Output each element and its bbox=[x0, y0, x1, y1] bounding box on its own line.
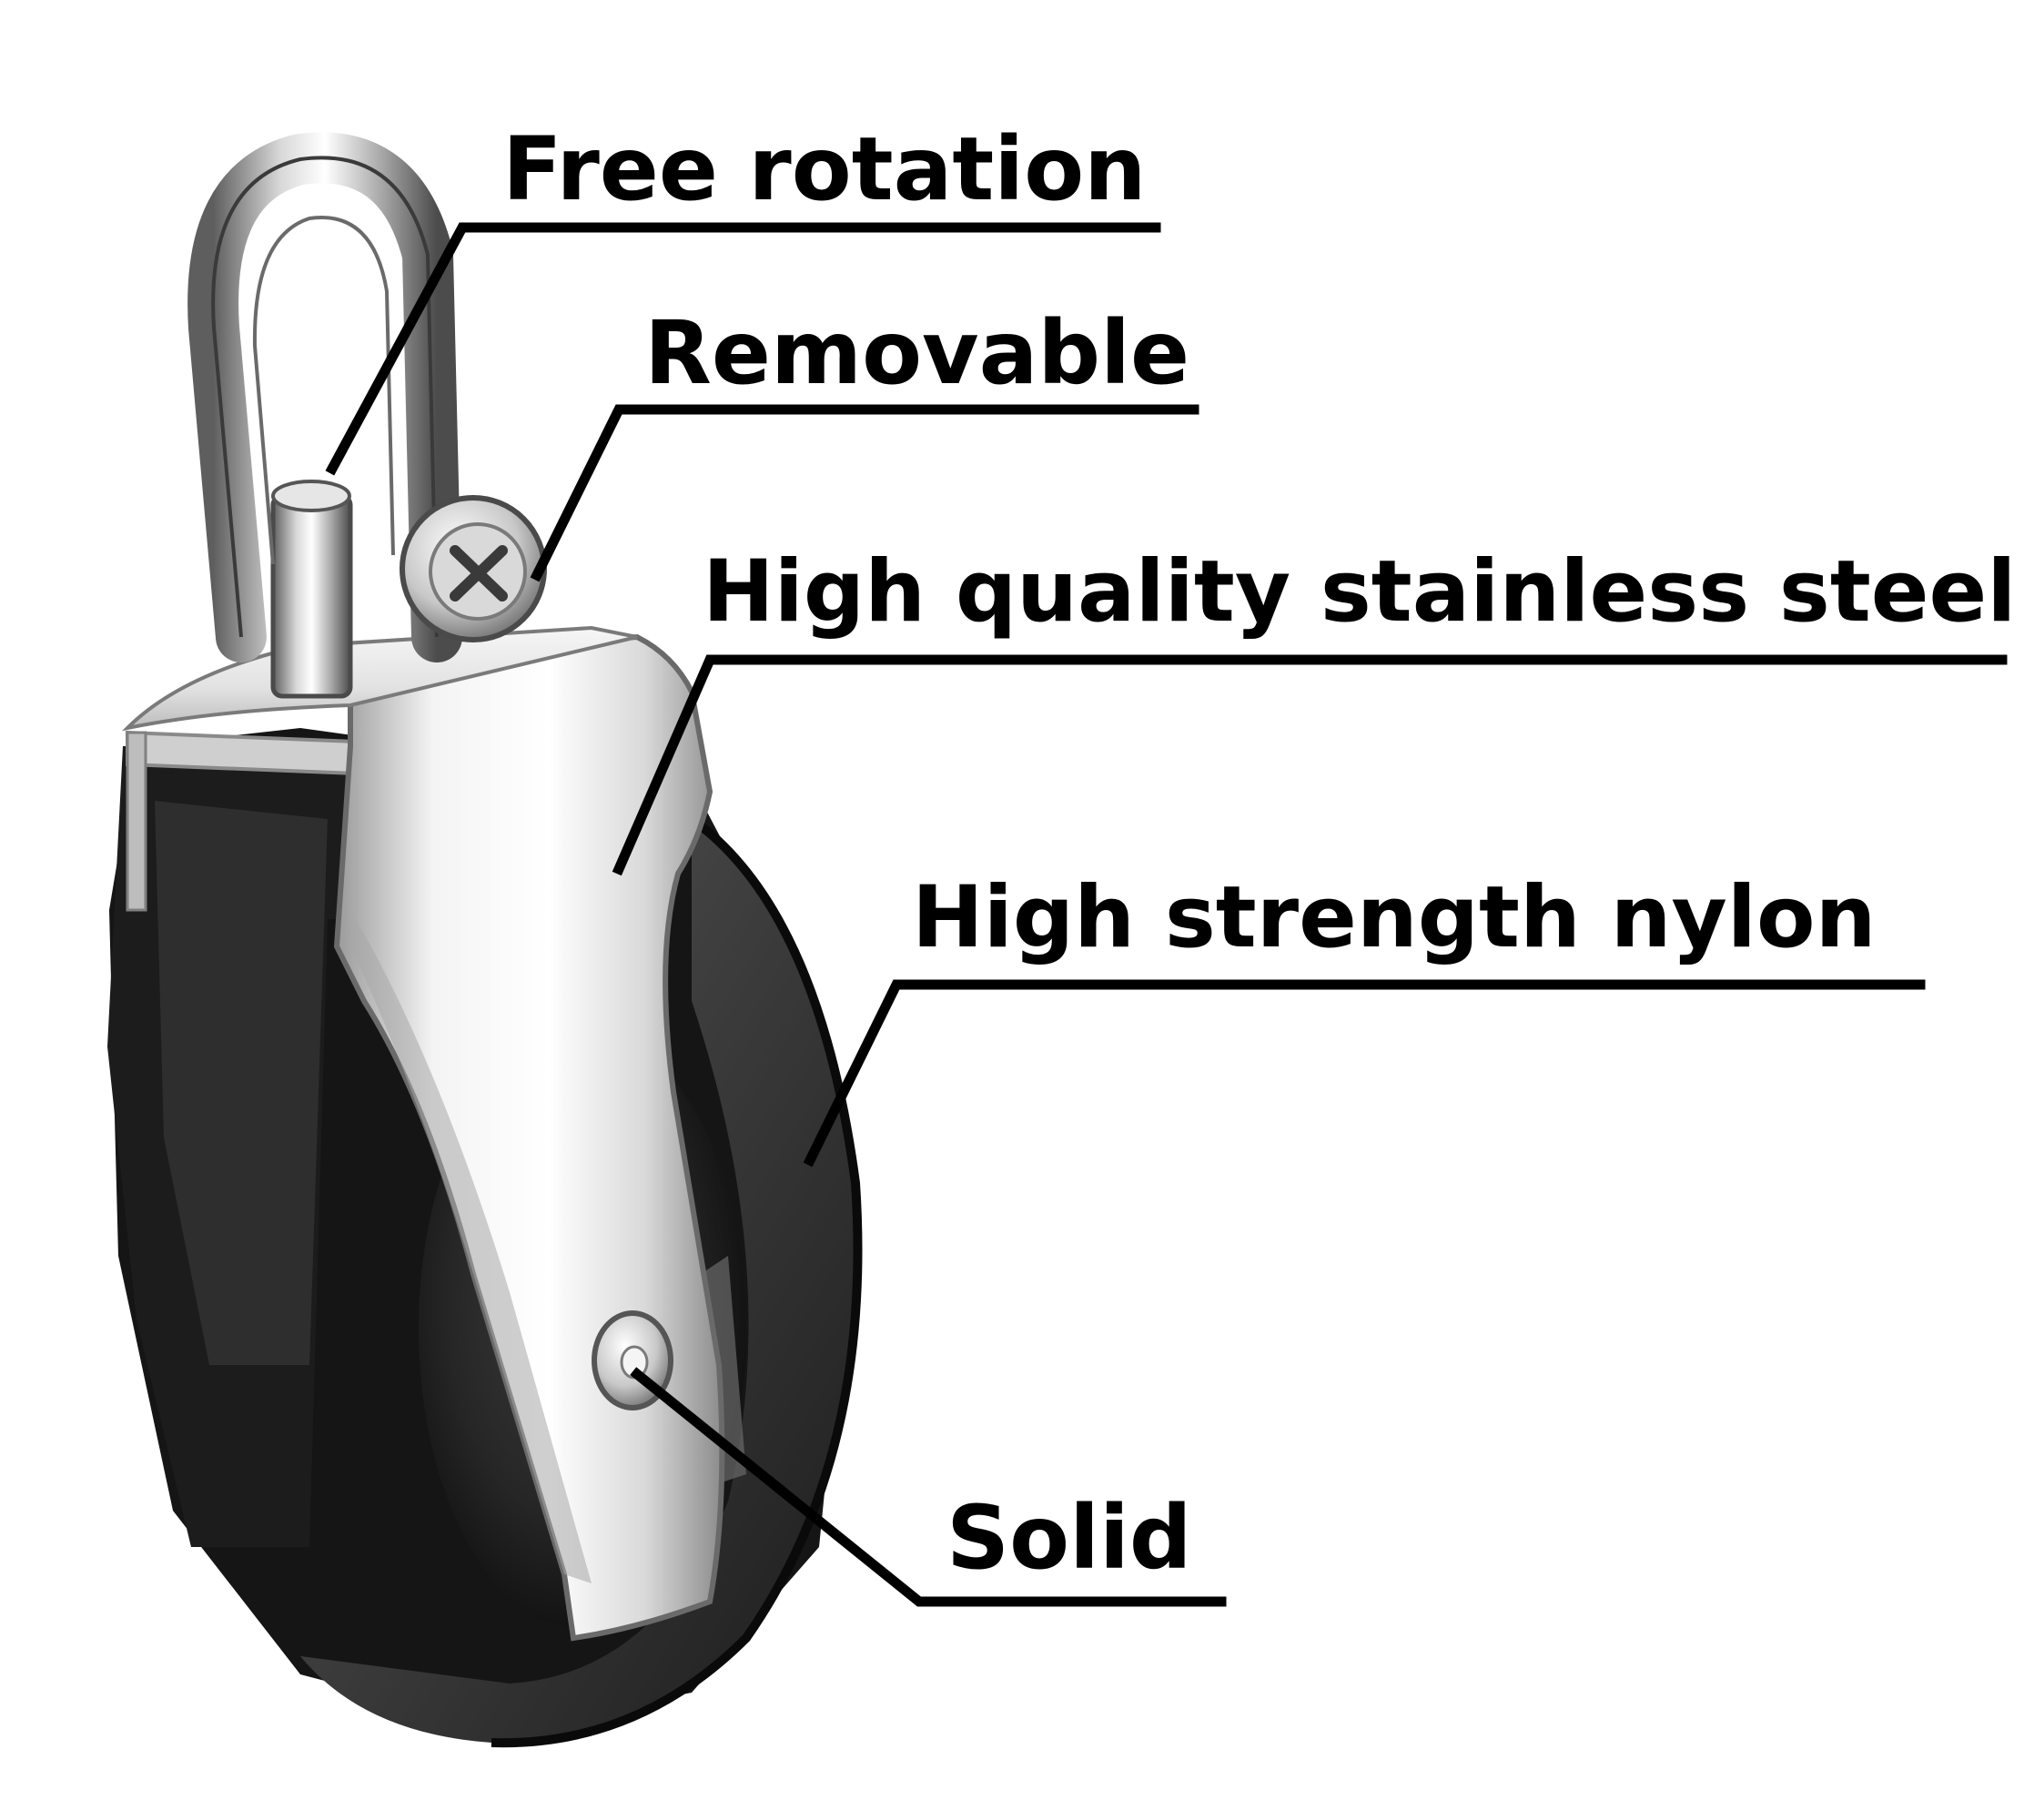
callout-solid: Solid bbox=[946, 1487, 1192, 1589]
phillips-screw-icon bbox=[450, 545, 508, 602]
shackle-ring-edge bbox=[211, 156, 439, 638]
leader-stainless-steel bbox=[612, 654, 2008, 876]
swivel-post bbox=[270, 493, 353, 699]
leader-removable bbox=[530, 404, 1199, 582]
leader-solid bbox=[630, 1367, 1227, 1607]
callout-removable: Removable bbox=[644, 302, 1190, 404]
housing-top-edge bbox=[126, 730, 357, 776]
nylon-sheave-outline bbox=[491, 814, 863, 1748]
housing-top-face bbox=[121, 625, 638, 732]
nylon-sheave-rim bbox=[300, 819, 858, 1744]
callout-free-rotation: Free rotation bbox=[502, 118, 1147, 220]
housing-inner-panel bbox=[155, 801, 328, 1365]
steel-cheek-plate-shade bbox=[350, 746, 592, 1583]
swivel-post-cap bbox=[271, 480, 351, 512]
leader-nylon bbox=[803, 979, 1926, 1168]
leader-lines bbox=[325, 222, 2008, 1607]
callout-nylon: High strength nylon bbox=[912, 868, 1877, 967]
leader-free-rotation bbox=[325, 222, 1161, 476]
housing-left-lip bbox=[126, 731, 147, 912]
shackle-inner-edge bbox=[252, 216, 395, 565]
callout-stainless-steel: High quality stainless steel bbox=[703, 542, 2017, 642]
